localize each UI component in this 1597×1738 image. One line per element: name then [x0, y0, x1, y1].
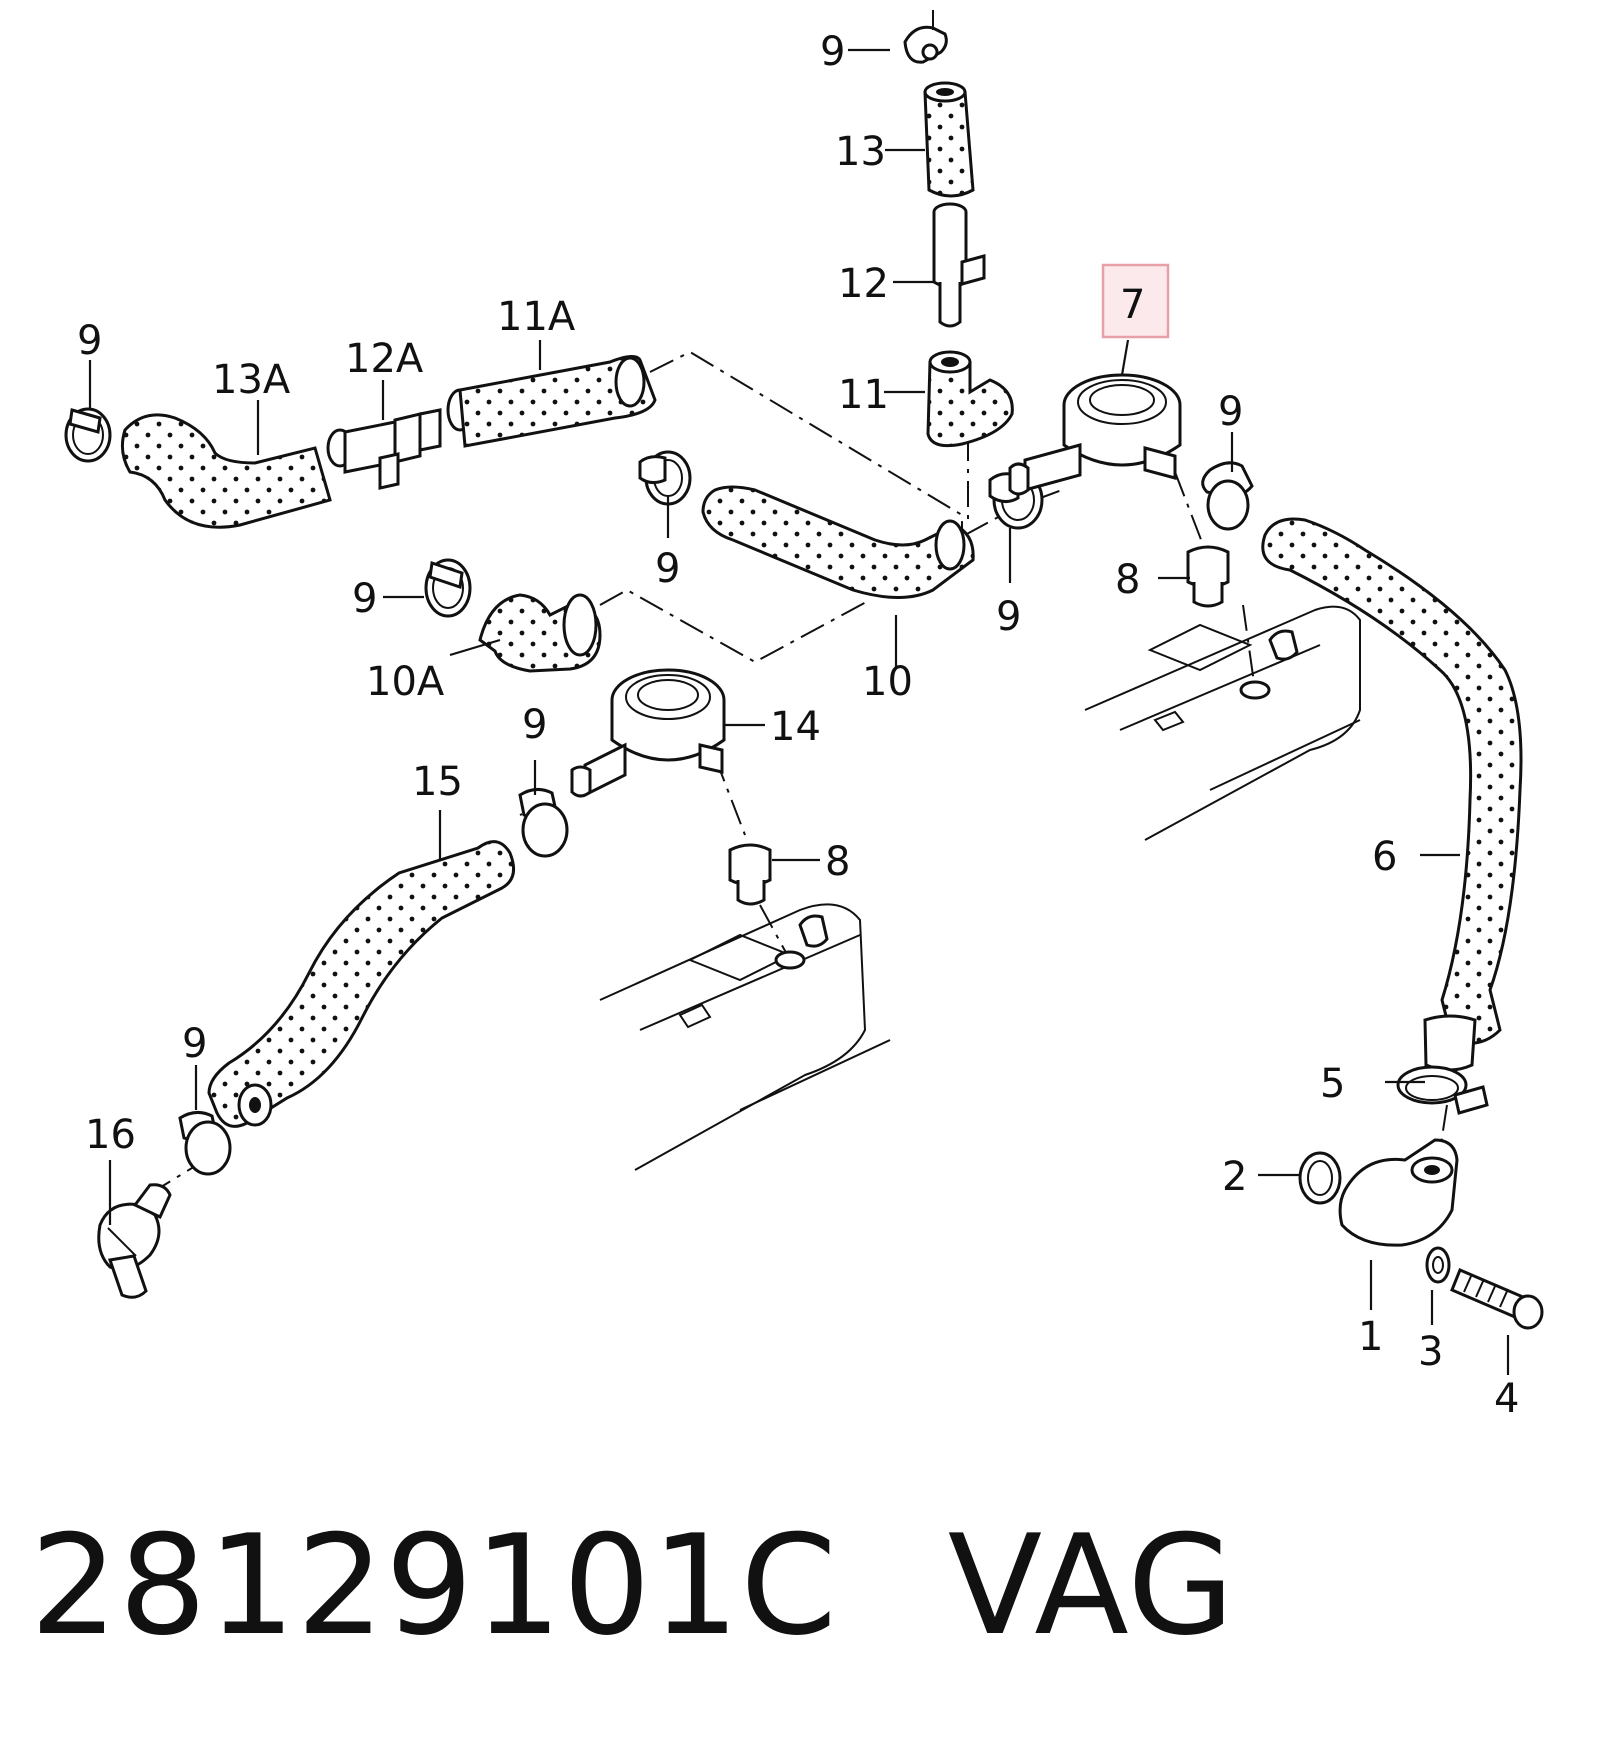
callout-9: 9 [996, 594, 1021, 640]
callout-11A: 11A [497, 294, 576, 340]
cylinder-head-upper [1084, 605, 1361, 841]
oil-separator-14 [570, 668, 726, 798]
callout-3: 3 [1418, 1329, 1443, 1375]
clamp-5 [1396, 1065, 1489, 1115]
grommet-8-upper [1186, 545, 1230, 608]
callout-5: 5 [1320, 1061, 1345, 1107]
callout-8: 8 [1115, 557, 1140, 603]
grommet-8-lower [728, 843, 772, 906]
hose-11 [926, 350, 1014, 448]
callout-13: 13 [835, 129, 886, 175]
fitting-16 [97, 1183, 172, 1299]
bolt-4 [1450, 1268, 1544, 1330]
callout-6: 6 [1372, 834, 1397, 880]
part-number: 28129101C [30, 1505, 838, 1666]
footer-caption: 28129101C VAG [30, 1505, 1345, 1666]
assembly-lines [147, 350, 1448, 1196]
hose-10A [478, 593, 602, 673]
callout-7: 7 [1120, 282, 1145, 328]
hose-13 [923, 81, 975, 198]
clamp-middle [518, 788, 569, 858]
callout-10A: 10A [366, 659, 445, 705]
washer-3 [1425, 1246, 1451, 1284]
valve-12 [932, 202, 986, 328]
valve-12A [326, 408, 442, 490]
highlight-box-part-7 [1101, 263, 1170, 339]
oil-separator-7 [1008, 373, 1182, 496]
callout-12: 12 [838, 261, 889, 307]
callout-11: 11 [838, 372, 889, 418]
clamp-lower-left [178, 1111, 232, 1176]
callout-14: 14 [770, 704, 821, 750]
cylinder-head-lower [599, 903, 891, 1171]
callout-16: 16 [85, 1112, 136, 1158]
callout-2: 2 [1222, 1154, 1247, 1200]
callout-9: 9 [352, 576, 377, 622]
callout-1: 1 [1358, 1314, 1383, 1360]
clamp-left [64, 407, 112, 463]
fitting-1 [1298, 1138, 1459, 1247]
callout-10: 10 [862, 659, 913, 705]
callout-9: 9 [820, 29, 845, 75]
callout-9: 9 [1218, 389, 1243, 435]
hose-11A [446, 355, 657, 448]
brand-name: VAG [947, 1505, 1236, 1666]
callout-4: 4 [1494, 1376, 1519, 1422]
hose-13A [120, 413, 332, 529]
hose-6 [1261, 517, 1523, 1072]
callout-9: 9 [655, 546, 680, 592]
callout-9: 9 [182, 1021, 207, 1067]
callout-8: 8 [825, 839, 850, 885]
callout-labels: 9 13 12 11 7 11A 12A 13A 9 9 9 9 8 9 10A… [77, 29, 1519, 1422]
callout-15: 15 [412, 759, 463, 805]
hose-15 [207, 840, 516, 1128]
clamp-left-lower [424, 558, 472, 618]
callout-13A: 13A [212, 357, 291, 403]
callout-9: 9 [77, 318, 102, 364]
clamp-center-left [638, 450, 692, 506]
clamp-right [1201, 461, 1254, 531]
callout-12A: 12A [345, 336, 424, 382]
hose-10 [701, 485, 975, 599]
clamp-top [903, 10, 948, 64]
callout-9: 9 [522, 702, 547, 748]
leader-lines [88, 48, 1510, 1375]
